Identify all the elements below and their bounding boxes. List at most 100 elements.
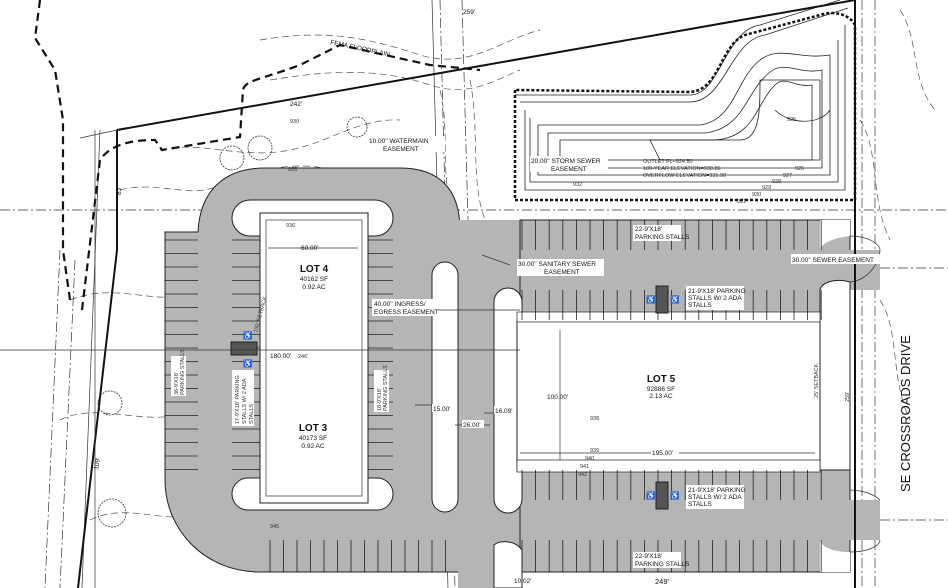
parking-label: 17-9'X18' PARKING — [235, 375, 241, 424]
dimension-label: 195.00' — [652, 450, 673, 457]
lot-5-name: LOT 5 — [647, 374, 676, 385]
parking-label: STALLS — [249, 404, 255, 424]
dimension-label: 10.02' — [514, 578, 532, 585]
storm-easement-label: EASEMENT — [551, 166, 587, 173]
tree-icon — [346, 116, 368, 138]
contour-label: 930 — [290, 119, 299, 125]
pond-note: OVERFLOW ELEVATION=931.90 — [643, 173, 726, 179]
tree-icon — [219, 145, 245, 171]
road-name-label: SE CROSSROADS DRIVE — [898, 335, 913, 492]
contour-label: 942 — [578, 472, 587, 478]
watermain-easement-label: EASEMENT — [383, 146, 419, 153]
parking-label: 21-9'X18' PARKING — [688, 288, 746, 295]
contour-label: 926 — [795, 166, 804, 172]
accessible-icon: ♿ — [670, 491, 679, 500]
lot-3-area-ac: 0.92 AC — [301, 443, 324, 450]
setback-label: 25' SETBACK — [814, 363, 820, 398]
dimension-label: 242' — [290, 101, 302, 108]
parking-label: PARKING STALLS — [383, 365, 389, 411]
tree-icon — [97, 390, 123, 416]
lot-5-pad — [516, 319, 821, 471]
pavement — [164, 167, 881, 588]
labels: FEMA FLOODPLAIN 242' 259' 83' 109' 930 9… — [93, 9, 913, 586]
dimension-label: 26.00' — [463, 422, 481, 429]
lot-5-area-sf: 92886 SF — [647, 386, 675, 393]
accessible-icon: ♿ — [243, 331, 252, 340]
parking-label: PARKING STALLS — [180, 349, 186, 395]
parking-label: 18-9'X18' — [377, 388, 383, 411]
accessible-icon: ♿ — [670, 295, 679, 304]
property-boundary — [77, 0, 856, 588]
contour-label: 929 — [762, 185, 771, 191]
accessible-icon: ♿ — [646, 295, 655, 304]
contour-label: 938 — [590, 416, 599, 422]
parking-label: STALLS — [688, 501, 712, 508]
contour-label: 936 — [286, 223, 295, 229]
dimension-label: 16.09' — [495, 408, 513, 415]
floodplain-label: FEMA FLOODPLAIN — [330, 39, 391, 59]
landscape-island — [431, 261, 459, 513]
parking-label: STALLS — [688, 302, 712, 309]
contour-label: 940 — [585, 456, 594, 462]
parking-label: STALLS W/ 2 ADA — [242, 378, 248, 424]
lot-5-sidewalk — [516, 459, 821, 473]
accessible-icon: ♿ — [243, 359, 252, 368]
tree-icon — [97, 498, 127, 528]
contour-label: 925 — [787, 117, 796, 123]
contour-label: 932 — [573, 182, 582, 188]
fema-floodplain-line — [33, 0, 481, 311]
parking-label: 22-9'X18' — [635, 226, 662, 233]
dimension-label: 259' — [463, 9, 475, 16]
dimension-label: 109' — [93, 457, 102, 470]
landscape-island — [819, 279, 851, 471]
parking-label: 21-9'X18' PARKING — [688, 487, 746, 494]
dimension-label: 60.00' — [301, 245, 319, 252]
ingress-easement-label: EGRESS EASEMENT — [374, 309, 439, 316]
parking-label: 36-9'X18' — [174, 372, 180, 395]
landscape-island — [820, 540, 850, 572]
pond-note: 100-YEAR ELEVATION=930.86 — [643, 166, 721, 172]
accessible-icon: ♿ — [646, 491, 655, 500]
ada-access-aisle — [230, 341, 258, 356]
lot-3-name: LOT 3 — [299, 423, 328, 434]
contour-label: 939 — [590, 448, 599, 454]
contour-label: 935 — [288, 167, 297, 173]
dimension-label: 259' — [845, 392, 851, 402]
parking-label: STALLS W/ 2 ADA — [688, 295, 742, 302]
contour-label: 941 — [580, 464, 589, 470]
dimension-label: 83' — [116, 187, 123, 195]
sanitary-easement-label: 30.00'' SANITARY SEWER — [518, 261, 596, 268]
contour-label: 928 — [772, 179, 781, 185]
ada-access-aisle — [655, 285, 669, 314]
pond-note: OUTLET FL=924.50 — [643, 159, 693, 165]
lot-4-area-sf: 40162 SF — [300, 276, 328, 283]
sewer-easement-label: 30.00'' SEWER EASEMENT — [792, 257, 874, 264]
south-access-drive — [820, 500, 880, 540]
dimension-label: 180.00' — [270, 353, 291, 360]
lot-5-area-ac: 2.13 AC — [649, 393, 672, 400]
trees — [97, 116, 368, 528]
storm-easement-label: 20.00'' STORM SEWER — [531, 158, 601, 165]
ada-access-aisle — [655, 481, 669, 510]
dimension-label: 100.00' — [547, 394, 568, 401]
lot-4-name: LOT 4 — [300, 264, 329, 275]
contour-label: 931 — [737, 199, 746, 205]
lot-4-3-building — [265, 219, 363, 497]
contour-label: 945 — [270, 524, 279, 530]
watermain-easement-label: 10.00'' WATERMAIN — [369, 138, 429, 145]
tree-icon — [247, 135, 273, 161]
parking-label: PARKING STALLS — [635, 561, 690, 568]
dimension-label: 15.00' — [433, 406, 451, 413]
parking-label: 22-9'X18' — [635, 553, 662, 560]
ada-stalls: ♿ ♿ ♿ ♿ ♿ ♿ — [230, 285, 679, 510]
detention-pond — [513, 0, 857, 202]
ingress-easement-label: 40.00'' INGRESS/ — [374, 301, 426, 308]
contour-label: 930 — [752, 192, 761, 198]
sanitary-easement-label: EASEMENT — [544, 269, 580, 276]
landscape-island — [820, 220, 850, 250]
parking-label: PARKING STALLS — [635, 234, 690, 241]
lot-3-area-sf: 40173 SF — [299, 435, 327, 442]
contour-label: 927 — [783, 173, 792, 179]
dimension-label: 246' — [298, 354, 308, 360]
